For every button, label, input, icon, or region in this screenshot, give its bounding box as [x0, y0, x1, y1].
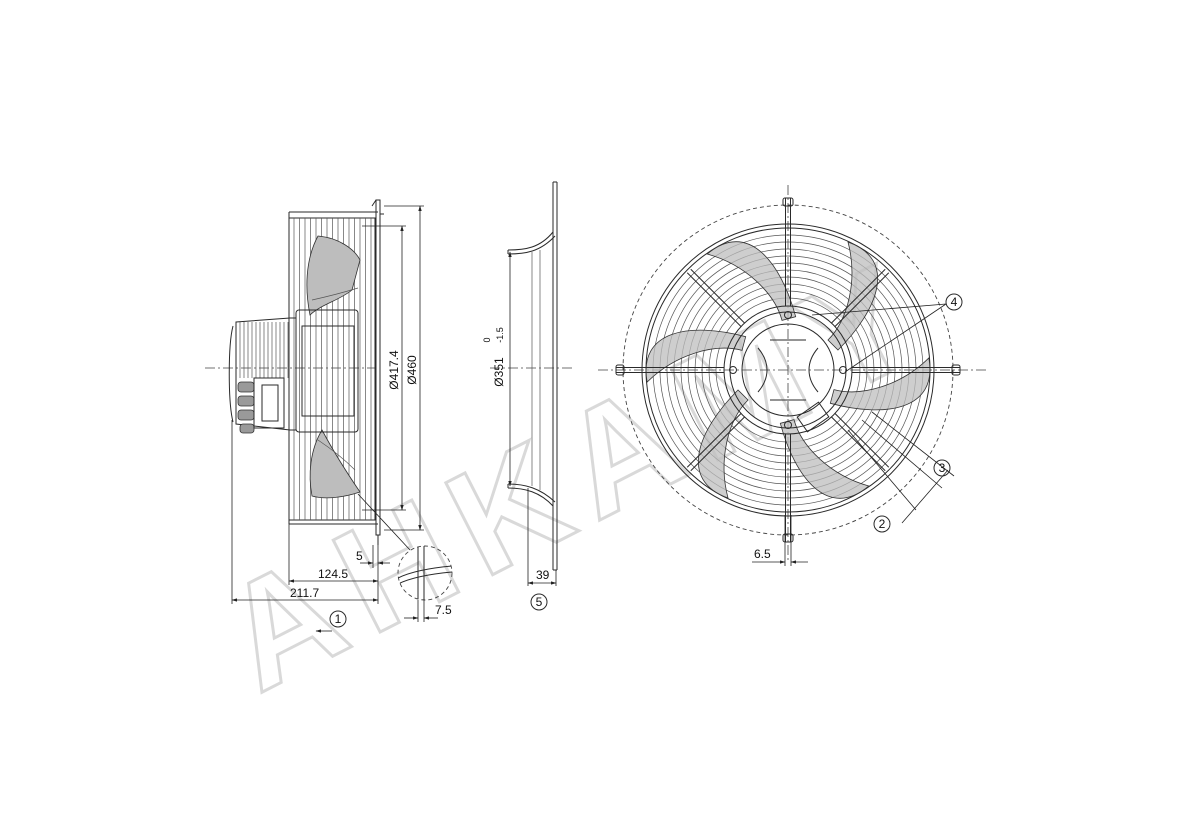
- dim-d417: Ø417.4: [387, 350, 401, 390]
- dim-7-5: 7.5: [435, 603, 452, 617]
- dim-211-7: 211.7: [290, 586, 319, 600]
- callout-5: 5: [536, 595, 543, 609]
- dim-d351-tol-lower: -1.5: [495, 327, 505, 343]
- dim-39: 39: [536, 568, 550, 582]
- front-view: 6.5 4 3 2: [598, 185, 988, 566]
- callout-1: 1: [335, 612, 342, 626]
- callout-3: 3: [939, 461, 946, 475]
- section-view: Ø351 0 -1.5 39 5: [482, 181, 575, 611]
- dim-d351-tol-upper: 0: [482, 337, 492, 342]
- callout-4: 4: [951, 295, 958, 309]
- cable-glands: [237, 377, 285, 434]
- dim-6-5: 6.5: [754, 547, 771, 561]
- dim-124-5: 124.5: [318, 567, 348, 581]
- dim-d460: Ø460: [405, 355, 419, 385]
- dim-5: 5: [356, 549, 363, 563]
- dim-d351: Ø351: [492, 357, 506, 387]
- callout-2: 2: [879, 517, 886, 531]
- side-view: Ø417.4 Ø460 5 124.5 211.7 1: [205, 199, 453, 633]
- detail-view: 7.5: [357, 493, 453, 622]
